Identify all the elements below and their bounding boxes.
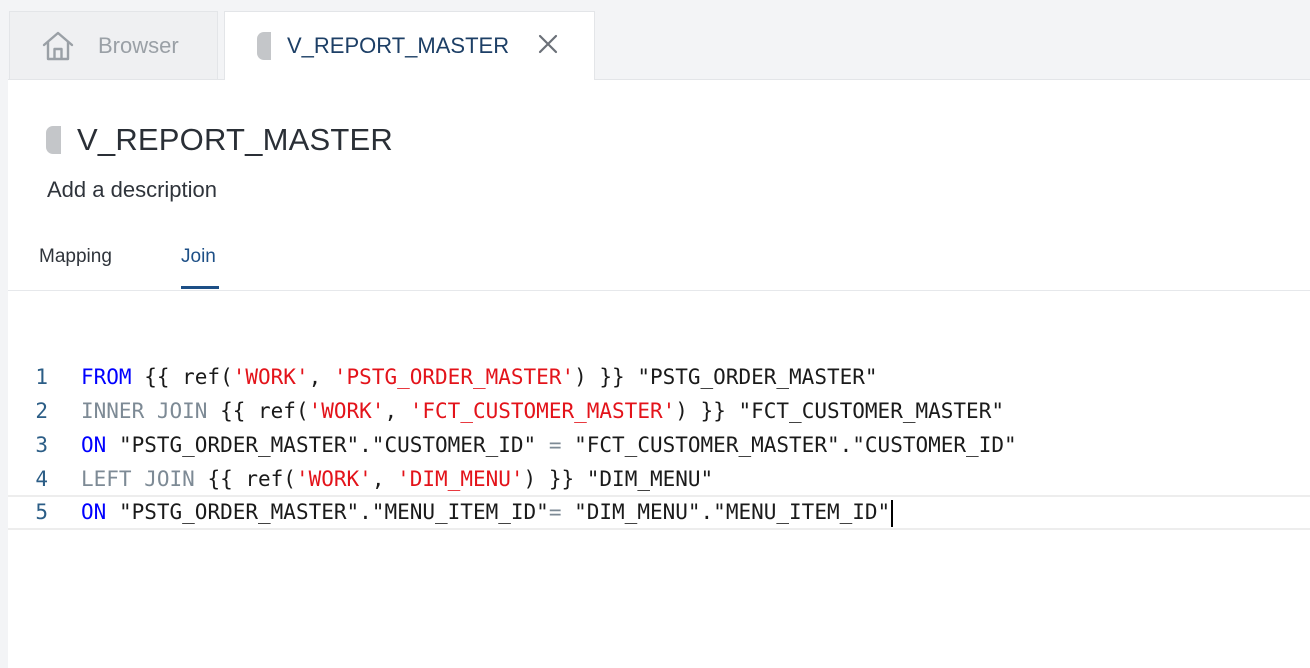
code-token: {{ ref( (131, 365, 233, 389)
code-token: {{ ref( (194, 467, 296, 491)
code-token: INNER JOIN (81, 399, 208, 423)
line-number: 2 (35, 399, 48, 423)
tab-active-label: V_REPORT_MASTER (287, 33, 510, 58)
code-token: "DIM_MENU"."MENU_ITEM_ID" (561, 500, 891, 524)
code-line[interactable]: 2 INNER JOIN {{ ref('WORK', 'FCT_CUSTOMER… (8, 394, 1310, 428)
code-text: INNER JOIN {{ ref('WORK', 'FCT_CUSTOMER_… (81, 394, 1004, 428)
tab-browser[interactable]: Browser (9, 11, 218, 79)
code-line[interactable]: 3 ON "PSTG_ORDER_MASTER"."CUSTOMER_ID" = … (8, 428, 1310, 462)
code-line[interactable]: 4 LEFT JOIN {{ ref('WORK', 'DIM_MENU') }}… (8, 462, 1310, 496)
code-token: 'WORK' (295, 467, 372, 491)
code-line[interactable]: 5 ON "PSTG_ORDER_MASTER"."MENU_ITEM_ID"= … (8, 495, 1310, 530)
tab-browser-label: Browser (98, 32, 179, 58)
code-token: , (371, 467, 398, 491)
code-token: "PSTG_ORDER_MASTER"."CUSTOMER_ID" (106, 433, 549, 457)
code-token: 'DIM_MENU' (397, 467, 524, 491)
tab-join-label: Join (181, 246, 216, 267)
line-number: 3 (35, 433, 48, 457)
code-token: ON (81, 433, 107, 457)
code-token: FROM (81, 365, 132, 389)
subtab-bar: Mapping Join (8, 234, 1310, 291)
code-token: 'PSTG_ORDER_MASTER' (333, 365, 575, 389)
tab-mapping[interactable]: Mapping (39, 246, 112, 267)
code-text: ON "PSTG_ORDER_MASTER"."CUSTOMER_ID" = "… (81, 428, 1017, 462)
title-row: V_REPORT_MASTER (46, 122, 393, 158)
tab-join[interactable]: Join (181, 246, 219, 289)
code-line[interactable]: 1 FROM {{ ref('WORK', 'PSTG_ORDER_MASTER'… (8, 360, 1310, 394)
close-icon[interactable] (537, 33, 559, 55)
code-token: , (308, 365, 334, 389)
code-token: = (548, 433, 562, 457)
line-number: 1 (35, 365, 48, 389)
view-pill-icon (257, 32, 271, 60)
description-field[interactable]: Add a description (47, 177, 217, 202)
code-token: 'FCT_CUSTOMER_MASTER' (409, 399, 676, 423)
tab-bar: Browser V_REPORT_MASTER (0, 0, 1310, 80)
code-token: ) }} "FCT_CUSTOMER_MASTER" (675, 399, 1004, 423)
code-token: "FCT_CUSTOMER_MASTER"."CUSTOMER_ID" (561, 433, 1017, 457)
page-title[interactable]: V_REPORT_MASTER (77, 122, 393, 157)
view-pill-icon (46, 126, 61, 154)
code-token: = (548, 500, 562, 524)
code-token: ) }} "DIM_MENU" (523, 467, 714, 491)
code-token: , (384, 399, 410, 423)
home-icon (42, 31, 74, 60)
code-text: LEFT JOIN {{ ref('WORK', 'DIM_MENU') }} … (81, 462, 713, 496)
code-token: ON (81, 500, 107, 524)
content-panel: V_REPORT_MASTER Add a description Mappin… (8, 79, 1310, 668)
line-number: 4 (35, 467, 48, 491)
code-token: "PSTG_ORDER_MASTER"."MENU_ITEM_ID" (106, 500, 549, 524)
code-token: {{ ref( (207, 399, 309, 423)
text-cursor (891, 499, 894, 527)
code-token: 'WORK' (308, 399, 385, 423)
code-text: ON "PSTG_ORDER_MASTER"."MENU_ITEM_ID"= "… (81, 497, 894, 528)
code-token: LEFT JOIN (81, 467, 195, 491)
tab-v-report-master[interactable]: V_REPORT_MASTER (224, 11, 595, 80)
code-text: FROM {{ ref('WORK', 'PSTG_ORDER_MASTER')… (81, 360, 878, 394)
code-token: 'WORK' (232, 365, 309, 389)
line-number: 5 (35, 500, 48, 524)
active-tab-indicator (181, 286, 219, 289)
code-token: ) }} "PSTG_ORDER_MASTER" (574, 365, 878, 389)
